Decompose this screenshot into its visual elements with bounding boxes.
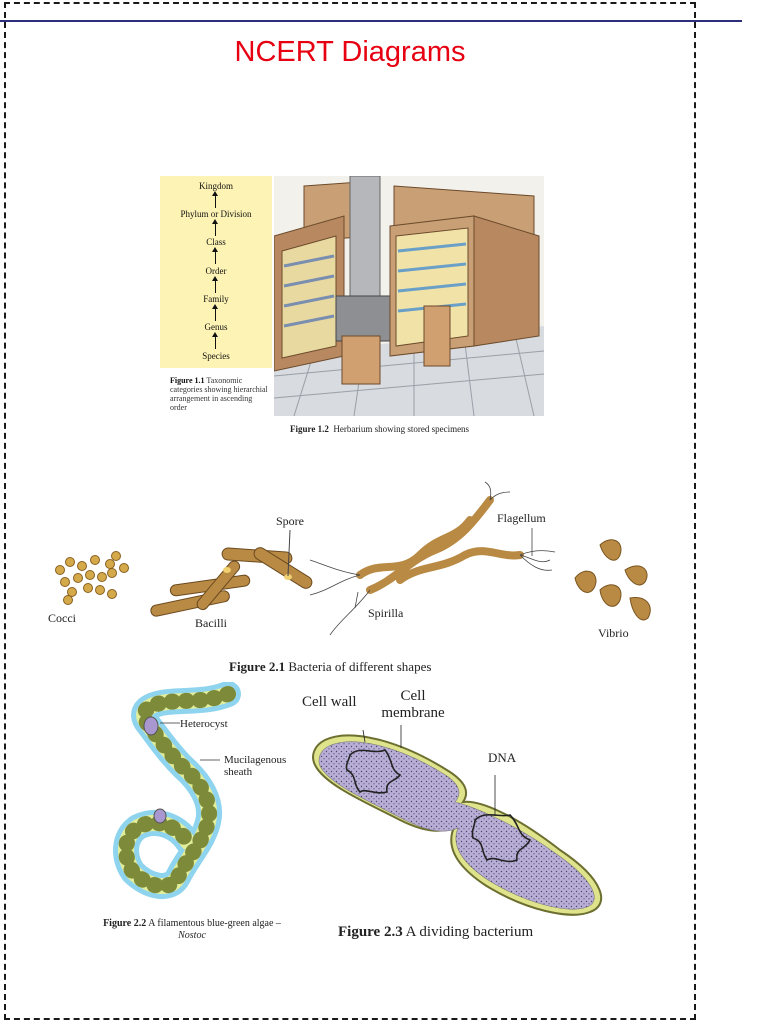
up-arrow-icon	[212, 332, 218, 349]
up-arrow-icon	[212, 219, 218, 236]
label-cell-wall: Cell wall	[302, 694, 357, 710]
page-border	[4, 2, 696, 1020]
caption-label: Figure 2.2	[103, 918, 147, 929]
taxonomy-level: Class	[206, 237, 226, 247]
label-spore: Spore	[276, 514, 304, 528]
taxonomy-panel: Kingdom Phylum or Division Class Order F…	[160, 176, 272, 368]
nostoc-illustration	[113, 682, 241, 899]
caption-text: A filamentous blue-green algae –	[148, 918, 281, 929]
caption-label: Figure 1.2	[290, 424, 329, 434]
label-heterocyst: Heterocyst	[180, 718, 228, 730]
label-dna: DNA	[488, 750, 517, 765]
label-bacilli: Bacilli	[195, 616, 227, 630]
taxonomy-level: Kingdom	[198, 181, 233, 191]
page-title: NCERT Diagrams	[234, 36, 466, 68]
caption-text: Bacteria of different shapes	[288, 659, 432, 674]
label-mucilagenous-sheath: Mucilagenous sheath	[224, 754, 287, 778]
caption-label: Figure 2.3	[338, 924, 403, 940]
figure-2-1-caption: Figure 2.1 Bacteria of different shapes	[229, 659, 431, 675]
up-arrow-icon	[212, 191, 218, 208]
bacteria-shapes-illustration	[55, 481, 651, 636]
up-arrow-icon	[212, 304, 218, 321]
label-spirilla: Spirilla	[368, 606, 404, 620]
up-arrow-icon	[212, 276, 218, 293]
figure-2-3-caption: Figure 2.3 A dividing bacterium	[338, 924, 533, 941]
figure-1-1-caption: Figure 1.1 Taxonomic categories showing …	[170, 376, 270, 412]
up-arrow-icon	[212, 247, 218, 264]
caption-text: A dividing bacterium	[405, 924, 534, 940]
figure-1-2-caption: Figure 1.2 Herbarium showing stored spec…	[290, 424, 469, 434]
herbarium-illustration	[274, 176, 544, 416]
caption-italic: Nostoc	[178, 930, 206, 941]
taxonomy-level: Order	[205, 266, 227, 276]
caption-label: Figure 1.1	[170, 376, 205, 385]
caption-text: Taxonomic categories showing hierarchial…	[170, 376, 268, 412]
figure-2-2-caption: Figure 2.2 A filamentous blue-green alga…	[92, 918, 292, 942]
taxonomy-level: Family	[203, 294, 229, 304]
dividing-bacterium-illustration	[312, 725, 603, 916]
taxonomy-level: Species	[202, 351, 230, 361]
label-vibrio: Vibrio	[598, 626, 629, 640]
caption-label: Figure 2.1	[229, 659, 286, 674]
label-flagellum: Flagellum	[497, 511, 546, 525]
caption-text: Herbarium showing stored specimens	[333, 424, 470, 434]
label-cocci: Cocci	[48, 611, 76, 625]
label-cell-membrane: Cell membrane	[381, 688, 445, 721]
taxonomy-level: Genus	[204, 322, 228, 332]
taxonomy-level: Phylum or Division	[180, 209, 252, 219]
top-rule	[0, 20, 742, 22]
